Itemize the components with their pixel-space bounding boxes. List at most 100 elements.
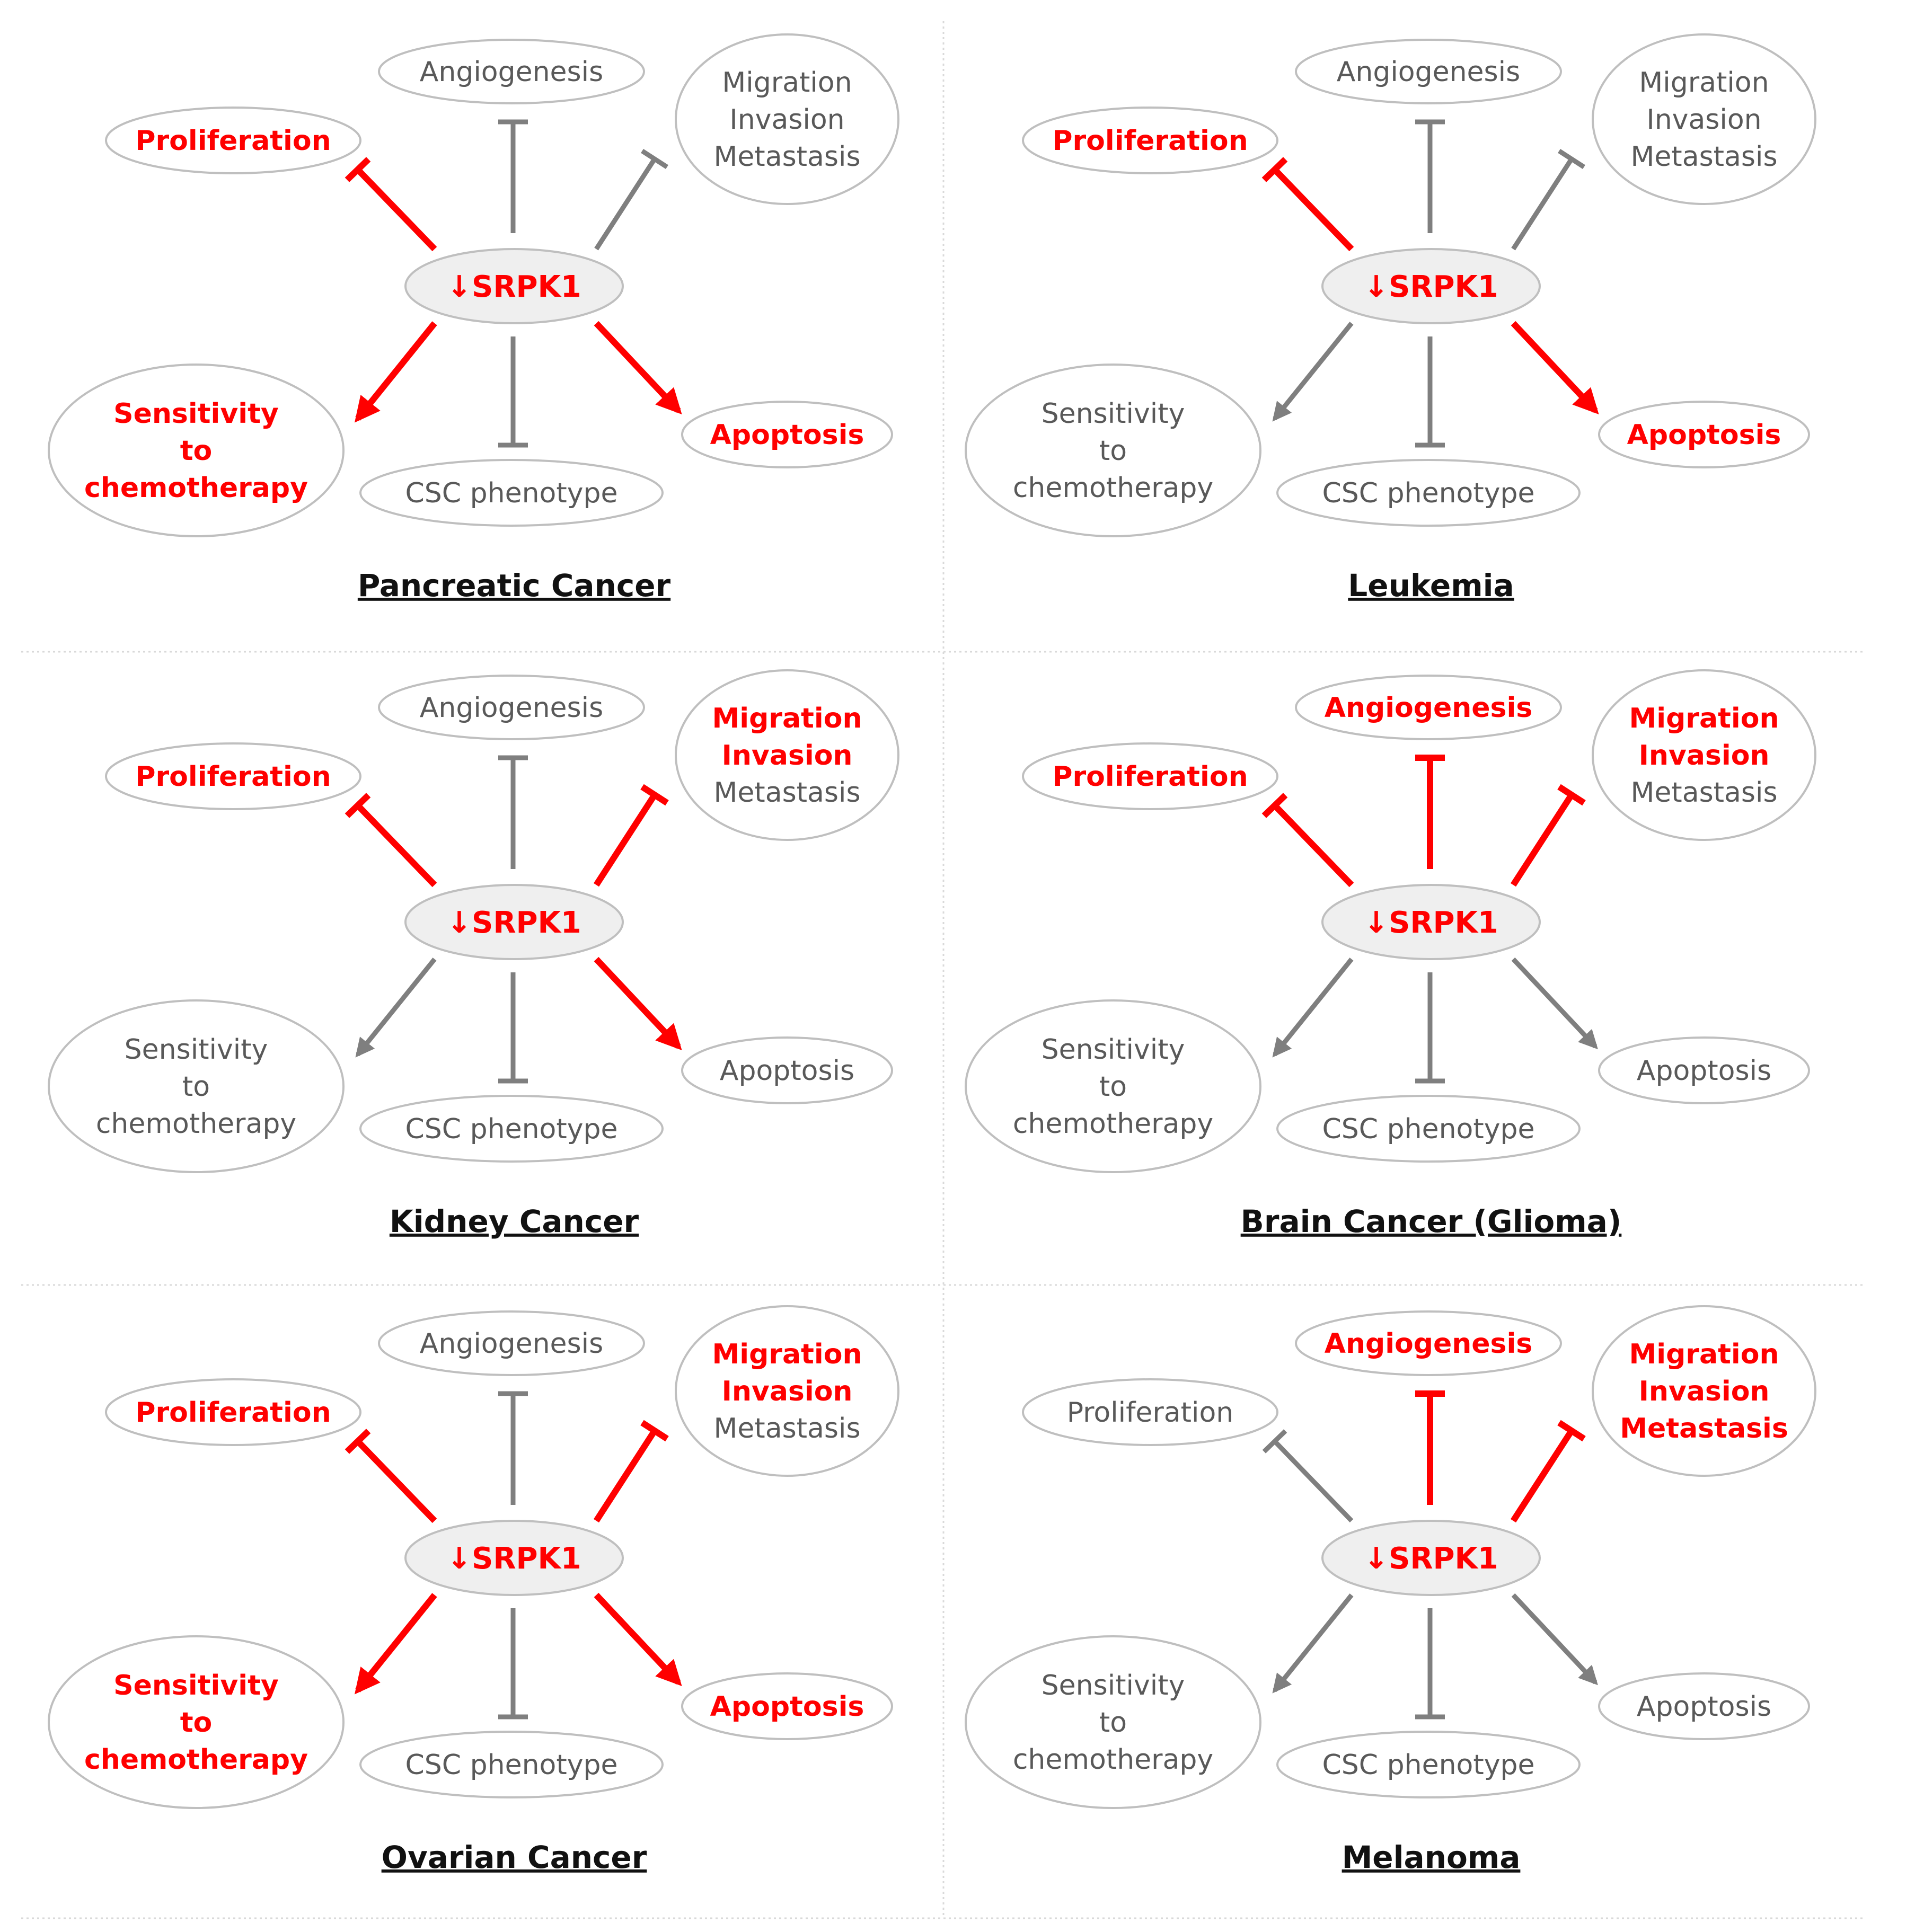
proliferation-node [105, 107, 361, 174]
proliferation-inhibition-bar [345, 157, 371, 182]
srpk1-node [404, 248, 624, 324]
migration-label: Invasion [722, 740, 853, 772]
migration-inhibition-line [593, 1429, 658, 1523]
csc-node [1276, 459, 1581, 527]
angiogenesis-label: Angiogenesis [1325, 692, 1533, 724]
angiogenesis-node [378, 39, 645, 104]
migration-inhibition-line [1510, 1429, 1575, 1523]
angiogenesis-node [1295, 1310, 1562, 1376]
migration-inhibition-line [593, 793, 658, 887]
sensitivity-label: Sensitivity [113, 398, 279, 430]
apoptosis-arrow [594, 956, 682, 1050]
proliferation-inhibition-line [1273, 1439, 1354, 1523]
sensitivity-label: to [182, 1071, 210, 1103]
migration-node [1592, 33, 1816, 205]
sensitivity-arrow [354, 1593, 437, 1695]
panel-title: Pancreatic Cancer [358, 568, 671, 604]
migration-inhibition-bar [641, 149, 668, 169]
proliferation-inhibition-line [355, 1439, 437, 1523]
apoptosis-node [1598, 401, 1810, 468]
migration-label: Migration [712, 1339, 862, 1370]
csc-node [1276, 1731, 1581, 1798]
angiogenesis-node [1295, 39, 1562, 104]
apoptosis-arrow [1511, 321, 1599, 414]
proliferation-node [105, 1378, 361, 1446]
sensitivity-label: to [1099, 435, 1127, 467]
srpk1-node [404, 1520, 624, 1596]
sensitivity-node [48, 999, 345, 1173]
proliferation-node [1022, 742, 1278, 810]
apoptosis-node [1598, 1672, 1810, 1740]
csc-node [1276, 1095, 1581, 1163]
sensitivity-label: Sensitivity [125, 1034, 268, 1066]
sensitivity-node [965, 364, 1261, 537]
apoptosis-label: Apoptosis [1637, 1691, 1771, 1723]
apoptosis-arrow [1511, 957, 1598, 1050]
migration-node [675, 33, 899, 205]
migration-label: Migration [722, 67, 852, 99]
migration-inhibition-line [1510, 793, 1575, 887]
sensitivity-node [48, 364, 345, 537]
csc-label: CSC phenotype [1322, 1113, 1534, 1145]
migration-label: Migration [1629, 1339, 1779, 1370]
srpk1-node [1321, 884, 1541, 960]
proliferation-node [1022, 1378, 1278, 1446]
migration-label: Metastasis [713, 141, 860, 173]
migration-node [1592, 1305, 1816, 1477]
migration-label: Metastasis [1630, 141, 1777, 173]
panel-grid-lines [21, 21, 1866, 1919]
migration-inhibition-line [594, 157, 657, 251]
apoptosis-arrow [1511, 1593, 1598, 1686]
migration-label: Invasion [1646, 104, 1761, 136]
proliferation-node [105, 742, 361, 810]
srpk1-node [1321, 248, 1541, 324]
sensitivity-arrow [1272, 1593, 1354, 1694]
proliferation-label: Proliferation [135, 761, 331, 793]
migration-label: Metastasis [1620, 1413, 1788, 1444]
proliferation-inhibition-bar [1262, 1429, 1287, 1454]
sensitivity-label: to [180, 1707, 213, 1739]
apoptosis-node [681, 401, 893, 468]
migration-inhibition-bar [1557, 1420, 1586, 1442]
sensitivity-label: chemotherapy [84, 1744, 308, 1776]
migration-label: Invasion [722, 1376, 853, 1407]
apoptosis-node [1598, 1036, 1810, 1104]
sensitivity-label: chemotherapy [1013, 1108, 1213, 1140]
proliferation-label: Proliferation [135, 1397, 331, 1429]
proliferation-label: Proliferation [135, 125, 331, 157]
proliferation-inhibition-bar [1261, 157, 1288, 182]
angiogenesis-label: Angiogenesis [420, 56, 603, 88]
sensitivity-label: chemotherapy [1013, 472, 1213, 504]
srpk1-label: ↓SRPK1 [1364, 906, 1498, 940]
srpk1-label: ↓SRPK1 [447, 1541, 581, 1576]
apoptosis-label: Apoptosis [720, 1055, 854, 1087]
panel-title: Brain Cancer (Glioma) [1241, 1203, 1622, 1239]
proliferation-inhibition-bar [345, 1429, 371, 1454]
sensitivity-label: chemotherapy [96, 1108, 296, 1140]
proliferation-inhibition-line [1272, 803, 1354, 888]
sensitivity-node [965, 999, 1261, 1173]
apoptosis-node [681, 1672, 893, 1740]
srpk1-label: ↓SRPK1 [1364, 270, 1498, 304]
csc-node [359, 459, 664, 527]
srpk1-label: ↓SRPK1 [447, 270, 581, 304]
panel-title: Kidney Cancer [390, 1203, 639, 1239]
migration-inhibition-bar [1558, 149, 1585, 169]
migration-label: Invasion [1639, 740, 1770, 772]
migration-inhibition-line [1511, 157, 1574, 251]
sensitivity-node [48, 1635, 345, 1809]
sensitivity-label: Sensitivity [1042, 1670, 1185, 1701]
sensitivity-label: Sensitivity [1042, 398, 1185, 430]
angiogenesis-node [378, 675, 645, 740]
proliferation-inhibition-line [355, 167, 437, 252]
proliferation-node [1022, 107, 1278, 174]
proliferation-inhibition-bar [345, 793, 371, 818]
migration-inhibition-bar [640, 784, 669, 806]
sensitivity-label: chemotherapy [1013, 1744, 1213, 1776]
csc-label: CSC phenotype [1322, 1749, 1534, 1781]
